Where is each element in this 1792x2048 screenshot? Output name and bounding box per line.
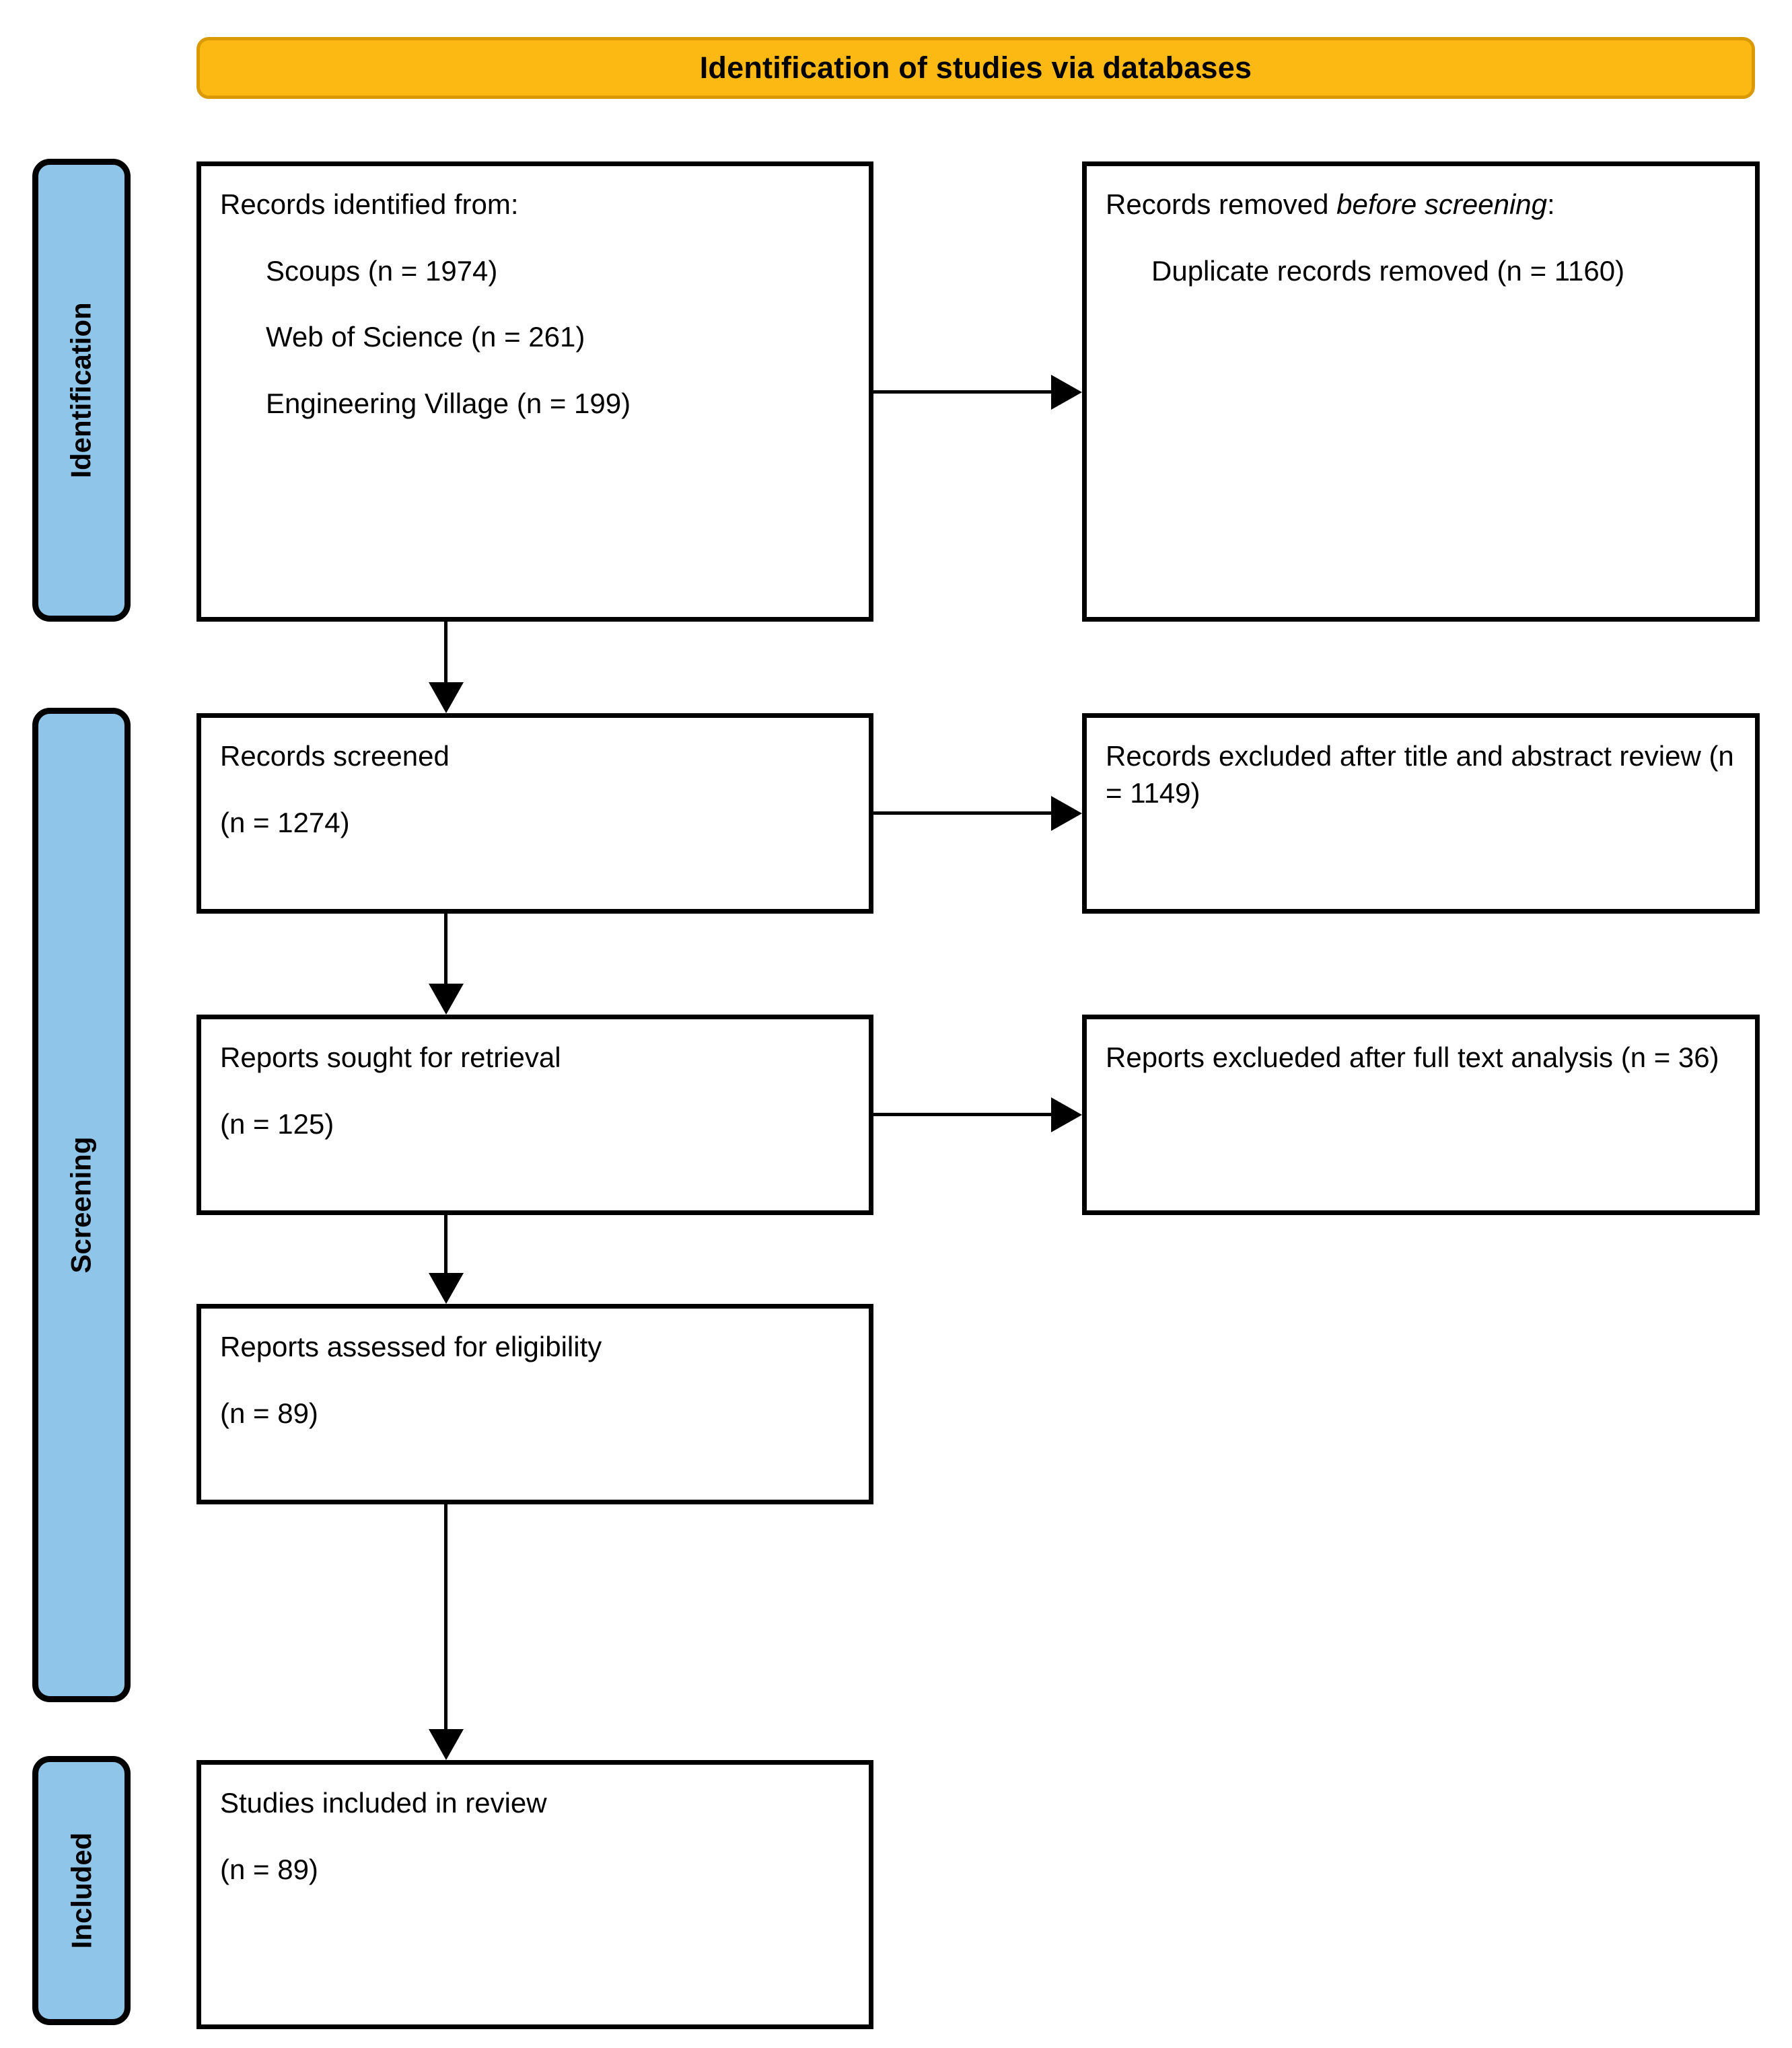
arrow-line <box>444 622 447 682</box>
source-web-of-science: Web of Science (n = 261) <box>266 321 585 353</box>
records-screened-count: (n = 1274) <box>220 806 350 838</box>
stage-label-screening: Screening <box>32 708 131 1702</box>
records-removed-heading: Records removed before screening: <box>1106 186 1736 223</box>
box-records-screened: Records screened (n = 1274) <box>196 713 873 914</box>
box-reports-assessed: Reports assessed for eligibility (n = 89… <box>196 1304 873 1504</box>
box-reports-sought: Reports sought for retrieval (n = 125) <box>196 1015 873 1215</box>
records-screened-label: Records screened <box>220 740 450 772</box>
studies-included-count: (n = 89) <box>220 1853 318 1885</box>
arrow-line <box>444 914 447 984</box>
arrow-identified-to-removed <box>873 375 1082 410</box>
reports-assessed-label: Reports assessed for eligibility <box>220 1331 602 1362</box>
records-excluded-title-abstract-label: Records excluded after title and abstrac… <box>1106 740 1734 809</box>
arrow-head <box>1051 796 1082 831</box>
records-identified-heading: Records identified from: <box>220 188 519 220</box>
arrow-screened-to-sought <box>429 914 464 1015</box>
reports-sought-count: (n = 125) <box>220 1107 334 1140</box>
reports-assessed-count: (n = 89) <box>220 1397 318 1429</box>
arrow-screened-to-excluded-title-abstract <box>873 796 1082 831</box>
duplicate-records-removed: Duplicate records removed (n = 1160) <box>1151 254 1625 287</box>
box-records-removed: Records removed before screening: Duplic… <box>1082 161 1760 622</box>
records-removed-heading-colon: : <box>1547 188 1555 220</box>
stage-label-identification: Identification <box>32 159 131 622</box>
box-studies-included: Studies included in review (n = 89) <box>196 1760 873 2029</box>
arrow-identified-to-screened <box>429 622 464 713</box>
stage-label-screening-text: Screening <box>65 1136 98 1274</box>
arrow-head <box>429 682 464 713</box>
arrow-line <box>873 811 1051 815</box>
arrow-sought-to-excluded-full-text <box>873 1097 1082 1132</box>
stage-label-included: Included <box>32 1756 131 2025</box>
arrow-head <box>429 984 464 1015</box>
reports-sought-label: Reports sought for retrieval <box>220 1041 561 1073</box>
arrow-head <box>1051 375 1082 410</box>
arrow-line <box>444 1215 447 1273</box>
source-scopus: Scoups (n = 1974) <box>266 254 498 287</box>
arrow-line <box>873 1113 1051 1116</box>
arrow-assessed-to-included <box>429 1504 464 1760</box>
diagram-header-banner: Identification of studies via databases <box>196 37 1755 99</box>
arrow-head <box>429 1273 464 1304</box>
box-reports-excluded-full-text: Reports exclueded after full text analys… <box>1082 1015 1760 1215</box>
reports-excluded-full-text-label: Reports exclueded after full text analys… <box>1106 1041 1719 1073</box>
records-removed-heading-plain: Records removed <box>1106 188 1337 220</box>
arrow-head <box>429 1729 464 1760</box>
arrow-line <box>444 1504 447 1729</box>
arrow-sought-to-assessed <box>429 1215 464 1304</box>
box-records-excluded-title-abstract: Records excluded after title and abstrac… <box>1082 713 1760 914</box>
source-engineering-village: Engineering Village (n = 199) <box>266 387 631 419</box>
arrow-line <box>873 390 1051 394</box>
stage-label-included-text: Included <box>65 1832 97 1949</box>
stage-label-identification-text: Identification <box>65 302 97 478</box>
arrow-head <box>1051 1097 1082 1132</box>
studies-included-label: Studies included in review <box>220 1787 547 1819</box>
diagram-title: Identification of studies via databases <box>699 50 1252 85</box>
box-records-identified: Records identified from: Scoups (n = 197… <box>196 161 873 622</box>
records-removed-heading-italic: before screening <box>1336 188 1548 220</box>
